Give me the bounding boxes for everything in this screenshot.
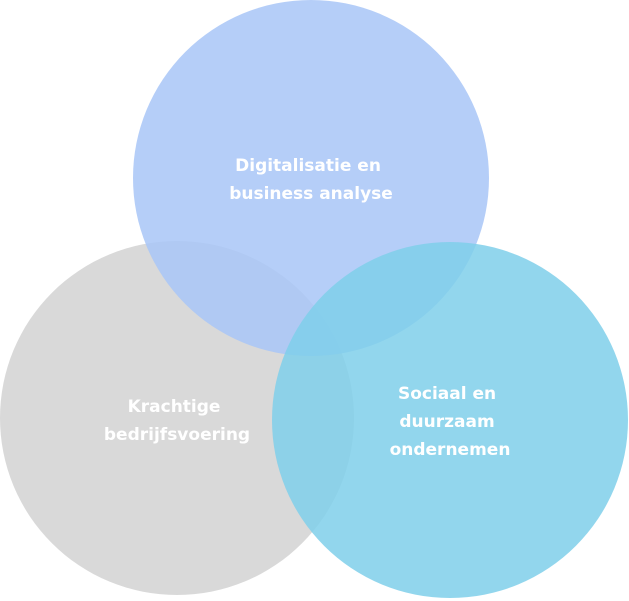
label-digitalisatie-line-2: business analyse [229, 184, 393, 204]
label-krachtige-line-2: bedrijfsvoering [104, 425, 250, 445]
label-sociaal-line-1: Sociaal en [398, 384, 496, 404]
label-digitalisatie-line-1: Digitalisatie en [235, 156, 381, 176]
label-sociaal-line-3: ondernemen [390, 440, 511, 460]
label-krachtige: Krachtige bedrijfsvoering [104, 397, 250, 445]
label-digitalisatie: Digitalisatie en business analyse [229, 156, 393, 204]
label-sociaal-line-2: duurzaam [399, 412, 494, 432]
circle-sociaal-duurzaam [272, 242, 628, 598]
label-krachtige-line-1: Krachtige [128, 397, 221, 417]
label-sociaal: Sociaal en duurzaam ondernemen [390, 384, 511, 460]
